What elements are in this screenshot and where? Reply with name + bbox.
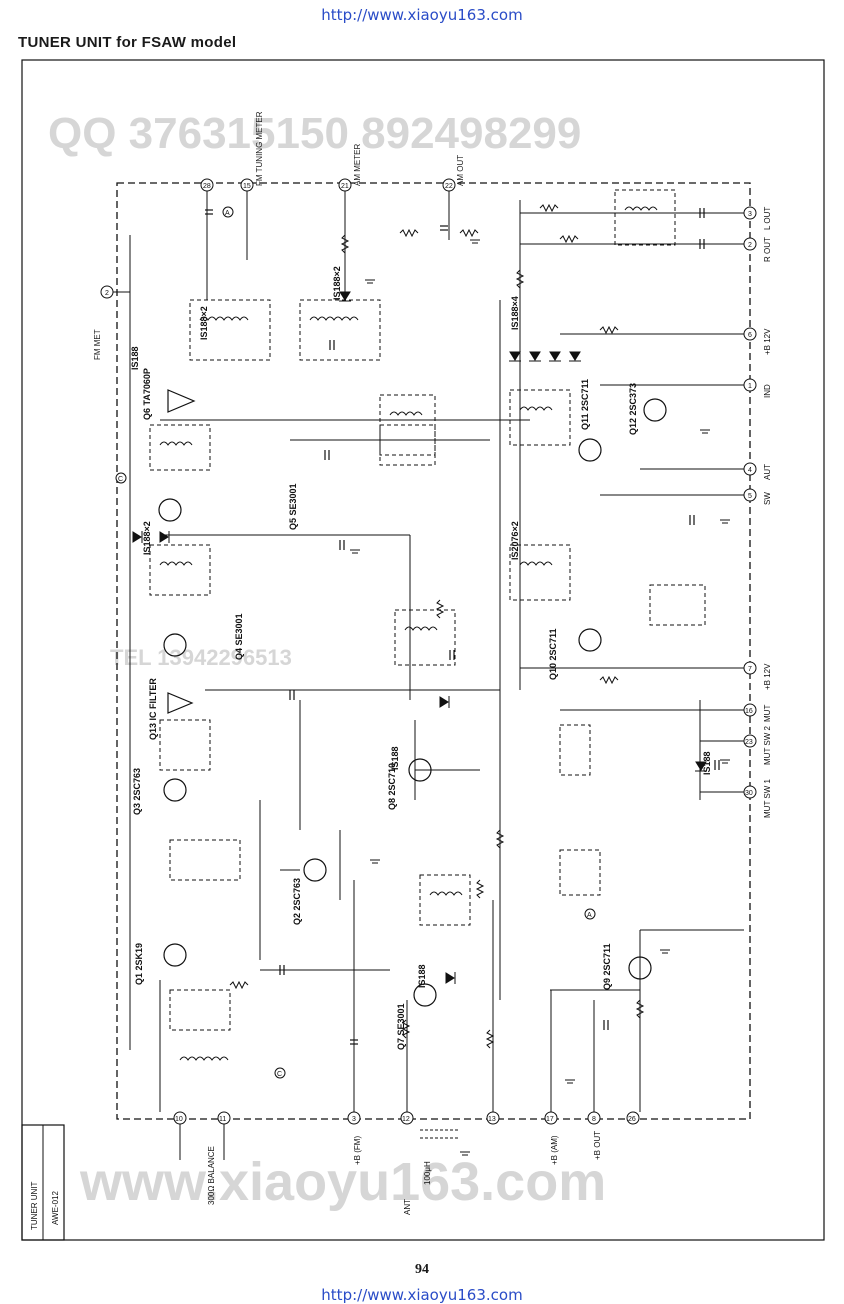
label-ant-coil: 100μH: [423, 1161, 432, 1185]
source-url-bottom: http://www.xiaoyu163.com: [321, 1286, 523, 1304]
title-block-model: AWE-012: [51, 1191, 60, 1225]
svg-text:21: 21: [341, 183, 349, 190]
svg-text:10: 10: [175, 1116, 183, 1123]
label-d9: IS188: [417, 964, 427, 988]
svg-text:C: C: [277, 1071, 282, 1078]
capacitors: [205, 208, 720, 1045]
label-q8: Q8 2SC710: [387, 763, 397, 810]
svg-text:11: 11: [219, 1116, 226, 1123]
svg-text:+B 12V: +B 12V: [763, 663, 772, 690]
svg-text:23: 23: [745, 739, 753, 746]
page-frame: [21, 59, 825, 1241]
svg-text:3: 3: [352, 1116, 356, 1123]
test-point-c-bottom: [274, 1067, 286, 1079]
svg-text:16: 16: [745, 708, 753, 715]
svg-text:4: 4: [748, 467, 752, 474]
test-point-a-top: [222, 206, 234, 218]
watermark-qq: QQ 376315150 892498299: [48, 109, 581, 158]
test-point-a-bottom: [584, 908, 596, 920]
unit-boundary: [116, 182, 751, 1120]
svg-text:5: 5: [748, 493, 752, 500]
resistors: [229, 203, 645, 1049]
label-q3: Q3 2SC763: [132, 768, 142, 815]
svg-text:A: A: [225, 210, 230, 217]
label-am-meter: AM METER: [353, 144, 362, 186]
label-fm-met: FM MET: [93, 329, 102, 360]
svg-text:2: 2: [105, 290, 109, 297]
transistors: [158, 398, 667, 1007]
bottom-terminals: 10 11 3 +B (FM) 12 13 17 +B (AM) 8 +B OU…: [173, 1111, 640, 1165]
label-d5: IS2076×2: [510, 521, 520, 560]
label-d8: IS188: [390, 746, 400, 770]
label-q9: Q9 2SC711: [602, 943, 612, 990]
source-url-top: http://www.xiaoyu163.com: [321, 6, 523, 24]
label-d1: IS188: [130, 346, 140, 370]
label-q4: Q4 SE3001: [234, 613, 244, 660]
svg-text:MUT: MUT: [763, 705, 772, 722]
svg-text:IND: IND: [763, 384, 772, 398]
svg-text:6: 6: [748, 332, 752, 339]
svg-text:30: 30: [745, 790, 753, 797]
right-terminals: 3 L OUT 2 R OUT 6 +B 12V 1 IND 4 AUT 5 S…: [743, 206, 772, 818]
svg-text:7: 7: [748, 666, 752, 673]
label-balance: 300Ω BALANCE: [207, 1146, 216, 1205]
svg-text:8: 8: [592, 1116, 596, 1123]
grounds: [350, 239, 730, 1156]
diodes: [132, 291, 707, 984]
if-transformers: [149, 189, 706, 1031]
svg-text:SW: SW: [763, 492, 772, 505]
label-d6: IS188: [702, 751, 712, 775]
svg-text:R OUT: R OUT: [763, 237, 772, 262]
label-am-out: AM OUT: [456, 155, 465, 186]
svg-text:C: C: [118, 476, 123, 483]
label-q11: Q11 2SC711: [580, 379, 590, 430]
svg-text:MUT SW 2: MUT SW 2: [763, 725, 772, 765]
svg-text:+B (AM): +B (AM): [550, 1135, 559, 1165]
label-q2: Q2 2SC763: [292, 878, 302, 925]
label-q13: Q13 IC FILTER: [148, 678, 158, 740]
svg-text:3: 3: [748, 211, 752, 218]
label-q1: Q1 2SK19: [134, 943, 144, 985]
ic-filter: [167, 692, 194, 714]
ic-ta7060p: [167, 389, 196, 413]
watermark-site: www.xiaoyu163.com: [79, 1152, 606, 1212]
label-q5: Q5 SE3001: [288, 483, 298, 530]
svg-text:17: 17: [546, 1116, 554, 1123]
label-q6: Q6 TA7060P: [142, 368, 152, 420]
label-d7: IS188×2: [142, 521, 152, 555]
title-block-unit: TUNER UNIT: [30, 1181, 39, 1230]
page-number: 94: [415, 1262, 429, 1277]
label-d4: IS188×4: [510, 296, 520, 330]
svg-text:2: 2: [748, 242, 752, 249]
svg-text:+B OUT: +B OUT: [593, 1131, 602, 1160]
svg-text:1: 1: [748, 383, 752, 390]
svg-text:AUT: AUT: [763, 464, 772, 480]
test-point-c-left: [115, 472, 127, 484]
svg-text:L OUT: L OUT: [763, 207, 772, 230]
label-ant: ANT: [403, 1199, 412, 1215]
coil-windings: [159, 206, 658, 1061]
label-fm-tuning-meter: FM TUNING METER: [255, 111, 264, 186]
label-q10: Q10 2SC711: [548, 628, 558, 680]
label-q7: Q7 SE3001: [396, 1003, 406, 1050]
label-d3: IS188×2: [332, 266, 342, 300]
label-d2: IS188×2: [199, 306, 209, 340]
svg-text:13: 13: [488, 1116, 496, 1123]
svg-text:12: 12: [402, 1116, 410, 1123]
svg-text:22: 22: [445, 183, 453, 190]
svg-text:+B (FM): +B (FM): [353, 1136, 362, 1165]
label-q12: Q12 2SC373: [628, 383, 638, 435]
page-title: TUNER UNIT for FSAW model: [18, 34, 237, 51]
svg-text:28: 28: [203, 183, 211, 190]
svg-text:+B 12V: +B 12V: [763, 328, 772, 355]
svg-text:MUT SW 1: MUT SW 1: [763, 778, 772, 818]
svg-text:15: 15: [243, 183, 251, 190]
svg-text:A: A: [587, 912, 592, 919]
svg-text:26: 26: [628, 1116, 636, 1123]
watermark-tel: TEL 13942296513: [110, 645, 292, 670]
